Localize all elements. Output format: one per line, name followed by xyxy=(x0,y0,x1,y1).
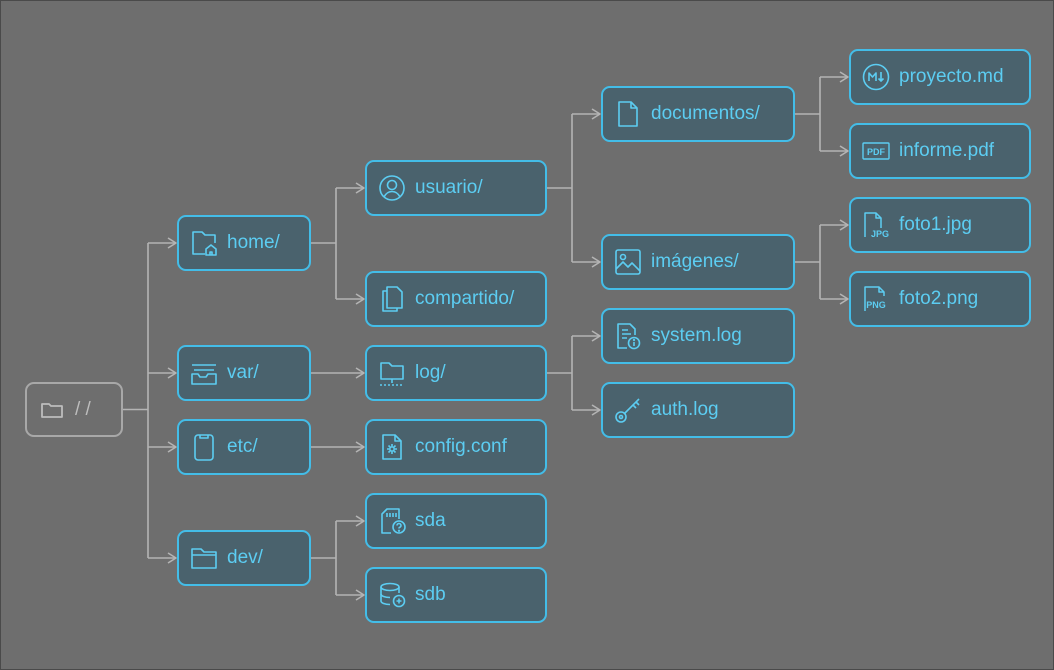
node-auth-log[interactable]: auth.log xyxy=(601,382,795,438)
node-dev[interactable]: dev/ xyxy=(177,530,311,586)
node-foto1-jpg[interactable]: JPG foto1.jpg xyxy=(849,197,1031,253)
arrowhead xyxy=(839,71,849,83)
node-label: home/ xyxy=(227,232,280,253)
arrowhead xyxy=(355,515,365,527)
node-label: documentos/ xyxy=(651,103,760,124)
arrowhead xyxy=(355,589,365,601)
arrowhead xyxy=(839,219,849,231)
node-label: log/ xyxy=(415,362,446,383)
svg-text:JPG: JPG xyxy=(871,229,889,239)
node-label: auth.log xyxy=(651,399,719,420)
svg-text:PNG: PNG xyxy=(866,300,886,310)
node-label: foto2.png xyxy=(899,288,979,309)
node-foto2-png[interactable]: PNG foto2.png xyxy=(849,271,1031,327)
svg-text:PDF: PDF xyxy=(867,147,886,157)
node-usuario[interactable]: usuario/ xyxy=(365,160,547,216)
arrowhead xyxy=(167,552,177,564)
node-documentos[interactable]: documentos/ xyxy=(601,86,795,142)
node-label: etc/ xyxy=(227,436,258,457)
network-folder-icon xyxy=(377,358,407,388)
node-proyecto-md[interactable]: proyecto.md xyxy=(849,49,1031,105)
root-node[interactable]: / / xyxy=(25,382,123,437)
file-info-icon xyxy=(613,321,643,351)
node-label: dev/ xyxy=(227,547,263,568)
node-etc[interactable]: etc/ xyxy=(177,419,311,475)
node-log[interactable]: log/ xyxy=(365,345,547,401)
arrowhead xyxy=(839,293,849,305)
arrowhead xyxy=(355,293,365,305)
file-icon xyxy=(613,99,643,129)
arrowhead xyxy=(839,145,849,157)
node-informe-pdf[interactable]: PDF informe.pdf xyxy=(849,123,1031,179)
arrowhead xyxy=(591,404,601,416)
node-sdb[interactable]: sdb xyxy=(365,567,547,623)
node-label: foto1.jpg xyxy=(899,214,972,235)
node-label: config.conf xyxy=(415,436,507,457)
node-config[interactable]: config.conf xyxy=(365,419,547,475)
markdown-icon xyxy=(861,62,891,92)
node-label: usuario/ xyxy=(415,177,483,198)
arrowhead xyxy=(167,441,177,453)
image-icon xyxy=(613,247,643,277)
node-home[interactable]: home/ xyxy=(177,215,311,271)
node-system-log[interactable]: system.log xyxy=(601,308,795,364)
node-imagenes[interactable]: imágenes/ xyxy=(601,234,795,290)
node-label: var/ xyxy=(227,362,259,383)
pdf-icon: PDF xyxy=(861,136,891,166)
png-file-icon: PNG xyxy=(861,284,891,314)
node-label: proyecto.md xyxy=(899,66,1004,87)
arrowhead xyxy=(591,330,601,342)
arrowhead xyxy=(591,108,601,120)
database-plus-icon xyxy=(377,580,407,610)
arrowhead xyxy=(355,441,365,453)
node-label: sda xyxy=(415,510,446,531)
node-label: informe.pdf xyxy=(899,140,995,161)
node-label: imágenes/ xyxy=(651,251,739,272)
arrowhead xyxy=(355,182,365,194)
sd-card-question-icon xyxy=(377,506,407,536)
node-compartido[interactable]: compartido/ xyxy=(365,271,547,327)
key-icon xyxy=(613,395,643,425)
home-folder-icon xyxy=(189,228,219,258)
arrowhead xyxy=(167,367,177,379)
node-label: system.log xyxy=(651,325,742,346)
clipboard-icon xyxy=(189,432,219,462)
arrowhead xyxy=(355,367,365,379)
folder-icon xyxy=(189,543,219,573)
root-label: / / xyxy=(75,398,91,420)
user-circle-icon xyxy=(377,173,407,203)
folder-icon xyxy=(37,395,67,425)
arrowhead xyxy=(591,256,601,268)
arrowhead xyxy=(167,237,177,249)
inbox-tray-icon xyxy=(189,358,219,388)
node-var[interactable]: var/ xyxy=(177,345,311,401)
node-label: sdb xyxy=(415,584,446,605)
jpg-file-icon: JPG xyxy=(861,210,891,240)
settings-file-icon xyxy=(377,432,407,462)
node-label: compartido/ xyxy=(415,288,515,309)
node-sda[interactable]: sda xyxy=(365,493,547,549)
copy-files-icon xyxy=(377,284,407,314)
